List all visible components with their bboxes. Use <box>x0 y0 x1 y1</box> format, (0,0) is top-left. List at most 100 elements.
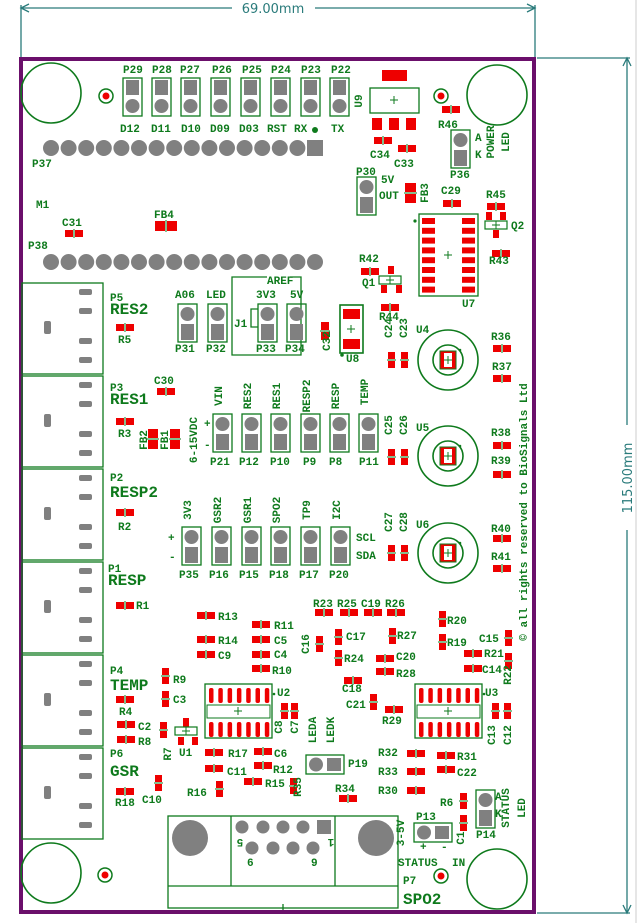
header-outline <box>211 526 232 566</box>
label-u4: U4 <box>416 325 430 337</box>
smd-pad <box>493 471 501 478</box>
p37-pin <box>289 140 306 156</box>
connector-outline <box>21 375 104 468</box>
smd-pad <box>493 442 501 449</box>
label-r44: R44 <box>379 312 399 324</box>
label-r26: R26 <box>385 599 405 611</box>
smd-pad <box>505 662 512 669</box>
label-power: POWER <box>486 125 498 158</box>
label-r37: R37 <box>492 362 512 374</box>
p38-pin <box>236 254 253 270</box>
label-c14: C14 <box>482 665 502 677</box>
smd-pad <box>437 752 445 759</box>
square-pad <box>327 758 341 771</box>
smd-pad <box>350 609 358 616</box>
smd-pad <box>167 388 175 395</box>
smd-pad <box>215 749 223 756</box>
u2-pad <box>264 688 270 703</box>
u2-pad <box>246 722 251 737</box>
p38-pin <box>271 254 288 270</box>
center-mark <box>444 549 452 557</box>
smd-pad <box>503 471 511 478</box>
label-p5: P5 <box>110 293 124 305</box>
smd-pad <box>75 230 83 237</box>
smd-pad <box>417 768 425 775</box>
p37-pin <box>219 140 235 156</box>
label-j1: J1 <box>234 319 248 331</box>
label-u5: U5 <box>416 423 430 435</box>
label-c18: C18 <box>342 684 362 696</box>
smd-pad <box>252 665 260 672</box>
square-pad <box>245 434 258 450</box>
smd-pad <box>126 788 134 795</box>
label-p2: P2 <box>110 473 123 485</box>
connector-pad <box>79 382 92 388</box>
connector-pad <box>79 822 92 828</box>
u3-pad <box>474 722 480 737</box>
fiducial-ring <box>97 867 113 883</box>
smd-pad <box>197 636 205 643</box>
sensor-outline <box>417 329 479 391</box>
label-plus-3v3: + <box>168 533 175 545</box>
center-mark <box>182 727 190 735</box>
smd-pad <box>316 645 323 652</box>
label-resp2-pin: RESP2 <box>302 379 314 412</box>
smd-pad <box>162 700 169 707</box>
q1-pad <box>381 285 387 293</box>
label-i2c: I2C <box>332 500 344 520</box>
smd-pad <box>401 545 408 552</box>
label-plus-p13: + <box>420 842 427 854</box>
square-pad <box>362 434 375 450</box>
smd-pad <box>264 762 272 769</box>
smd-pad <box>254 778 262 785</box>
smd-pad <box>442 106 450 113</box>
smd-pad <box>197 651 205 658</box>
p38-pin <box>201 254 218 270</box>
label-p21: P21 <box>210 457 230 469</box>
header-outline <box>270 77 291 117</box>
smd-pad <box>170 429 180 438</box>
smd-pad <box>335 659 342 666</box>
smd-pad <box>405 183 416 192</box>
square-pad <box>274 80 287 95</box>
p38-pin <box>131 254 147 270</box>
round-pad <box>243 99 258 113</box>
label-r42: R42 <box>359 254 379 266</box>
smd-pad <box>395 706 403 713</box>
smd-pad <box>262 621 270 628</box>
header-outline <box>270 413 291 453</box>
label-p17: P17 <box>299 570 319 582</box>
header-outline <box>330 526 351 566</box>
u2-pad <box>218 722 223 737</box>
smd-pad <box>244 778 252 785</box>
label-q2: Q2 <box>511 221 524 233</box>
square-pad <box>181 324 194 340</box>
label-minus-p13: - <box>441 842 448 854</box>
label-vin: VIN <box>214 386 226 406</box>
header-outline <box>212 413 233 453</box>
square-pad <box>184 80 197 95</box>
label-spo2-pin: SPO2 <box>272 497 284 523</box>
components <box>20 62 528 910</box>
smd-pad <box>389 637 396 644</box>
connector-pad <box>79 524 92 530</box>
smd-pad <box>321 322 329 330</box>
db9-pin <box>306 841 320 855</box>
label-pin9: 9 <box>311 858 318 870</box>
square-pad <box>274 547 287 563</box>
label-r13: R13 <box>218 612 238 624</box>
label-r35: R35 <box>293 777 305 797</box>
square-pad <box>244 80 257 95</box>
p38-pin <box>78 254 95 270</box>
smd-pad <box>407 768 415 775</box>
p37-pin <box>78 140 95 156</box>
p38-pin <box>254 254 271 270</box>
u7-pad <box>462 218 475 224</box>
label-c12: C12 <box>503 725 515 745</box>
smd-pad <box>290 778 297 785</box>
u3-pad <box>465 722 470 737</box>
round-pad <box>180 307 195 321</box>
smd-pad <box>460 824 467 831</box>
